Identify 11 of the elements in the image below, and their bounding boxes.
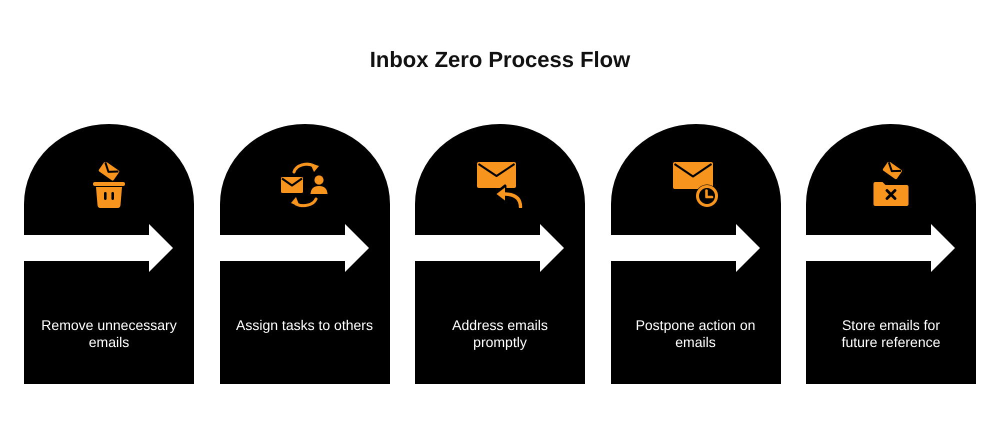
arch-step-panel [220, 124, 390, 384]
step-label: Assign tasks to others [235, 317, 374, 334]
arch-step-panel [806, 124, 976, 384]
arch-step-panel [415, 124, 585, 384]
step-label: Address emails promptly [451, 317, 549, 351]
step-label: Postpone action on emails [634, 317, 756, 351]
arch-step-panel [610, 124, 780, 384]
step-label: Remove unnecessary emails [40, 317, 178, 351]
step-label: Store emails for future reference [840, 317, 942, 351]
diagram-title: Inbox Zero Process Flow [370, 46, 630, 74]
arch-step-panel [24, 124, 194, 384]
